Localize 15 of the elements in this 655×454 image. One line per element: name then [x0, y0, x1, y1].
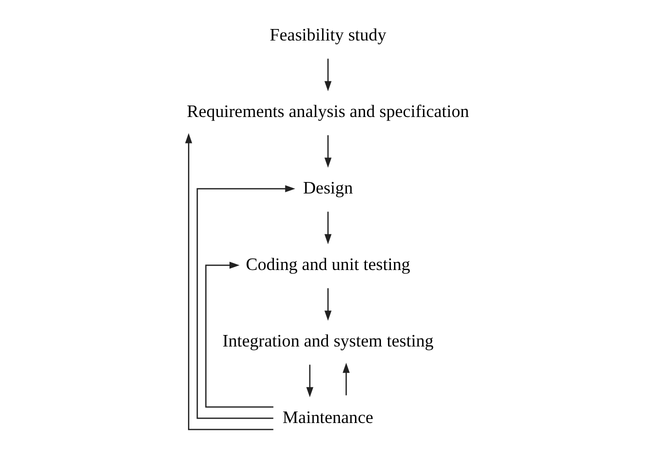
- arrow: [196, 185, 295, 419]
- node-text: Integration and system testing: [222, 330, 434, 350]
- arrow: [342, 362, 350, 396]
- node-text: Maintenance: [282, 406, 373, 427]
- arrow: [324, 288, 332, 321]
- arrow: [204, 262, 273, 408]
- arrow: [184, 133, 273, 430]
- node-text: Coding and unit testing: [245, 254, 410, 274]
- arrow: [324, 212, 332, 244]
- arrow: [306, 364, 313, 398]
- arrow: [324, 135, 332, 168]
- node-text: Design: [302, 177, 352, 198]
- arrow: [324, 58, 332, 92]
- node-text: Requirements analysis and specification: [186, 100, 469, 121]
- node-text: Feasibility study: [269, 24, 386, 44]
